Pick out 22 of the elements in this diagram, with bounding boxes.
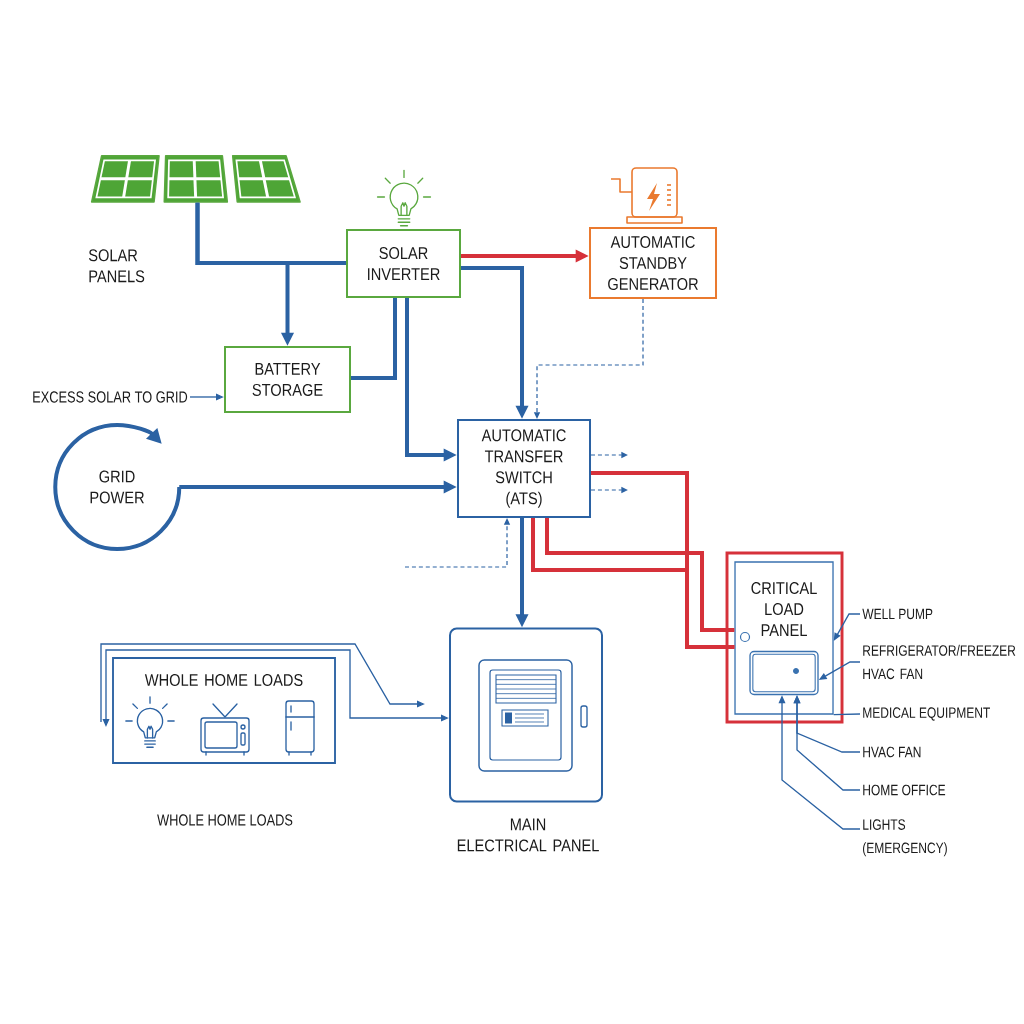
callout-label: MEDICAL EQUIPMENT (863, 707, 990, 721)
panel-label: MAIN ELECTRICAL PANEL (457, 818, 599, 852)
callout-label: HOME OFFICE (863, 784, 946, 796)
leader-line (833, 713, 861, 716)
callout-label: HVAC FAN (863, 746, 921, 758)
component-label: SOLAR PANELS (88, 249, 145, 283)
group-box: WHOLE HOME LOADS (112, 657, 336, 764)
process-box: AUTOMATIC STANDBY GENERATOR (589, 227, 717, 299)
connector-line (351, 298, 397, 380)
process-box: BATTERY STORAGE (224, 346, 351, 413)
callout-label: LIGHTS (EMERGENCY) (863, 819, 947, 857)
connector-line (545, 518, 735, 632)
process-box: AUTOMATIC TRANSFER SWITCH (ATS) (457, 419, 591, 518)
process-box: SOLAR INVERTER (346, 229, 461, 298)
node-label: GRID POWER (90, 470, 144, 504)
component-label: WHOLE HOME LOADS (157, 814, 293, 826)
callout-label: REFRIGERATOR/FREEZER HVAC FAN (863, 644, 1016, 680)
panel-box: CRITICAL LOAD PANEL (734, 561, 834, 715)
note-text: EXCESS SOLAR TO GRID (33, 391, 188, 403)
connector-line (531, 518, 735, 649)
callout-label: WELL PUMP (862, 608, 933, 620)
leader-line (833, 613, 861, 641)
